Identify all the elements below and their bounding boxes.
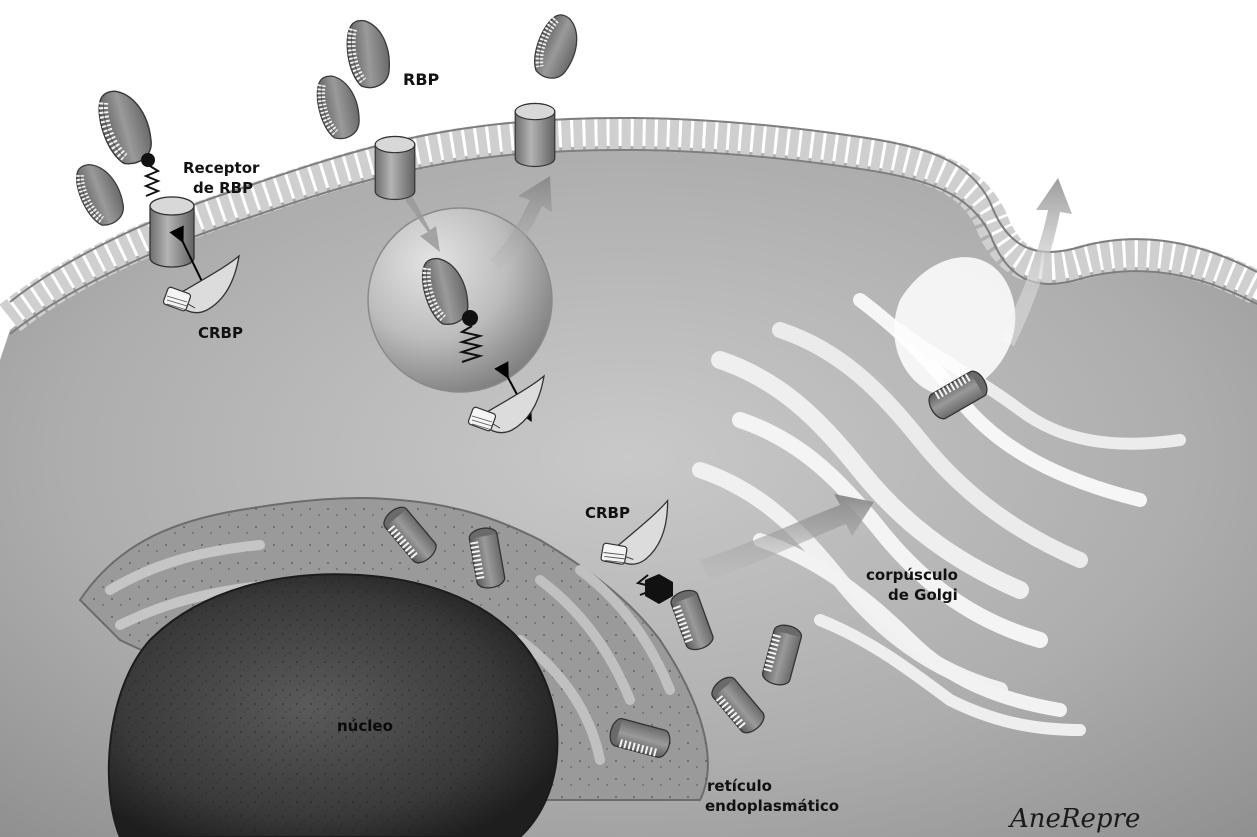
- label-nucleus: núcleo: [337, 717, 393, 735]
- label-receptor-line1: Receptor: [183, 159, 260, 177]
- label-rbp: RBP: [403, 70, 440, 89]
- receptor-left: [150, 197, 194, 267]
- receptor-middle: [375, 137, 415, 200]
- label-golgi-line1: corpúsculo: [866, 566, 958, 584]
- label-golgi-line2: de Golgi: [888, 586, 958, 604]
- label-crbp-center: CRBP: [585, 504, 630, 522]
- label-er-line1: retículo: [707, 777, 772, 795]
- artist-signature: AneRepre: [1008, 804, 1140, 834]
- label-crbp-left: CRBP: [198, 324, 243, 342]
- label-er-line2: endoplasmático: [705, 797, 839, 815]
- receptor-right: [515, 104, 555, 167]
- label-receptor-line2: de RBP: [193, 179, 253, 197]
